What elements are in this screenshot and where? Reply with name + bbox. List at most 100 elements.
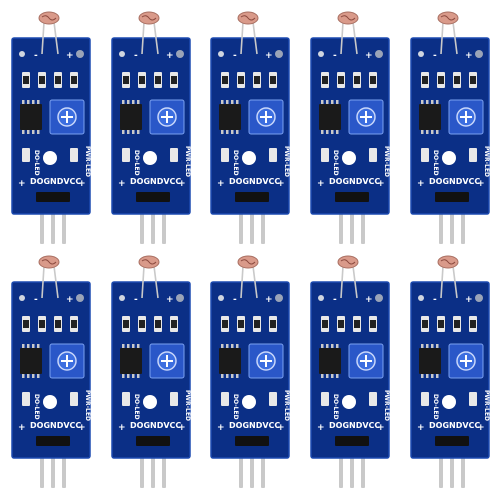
ic-pin [421,100,424,104]
smd-resistor-body [338,320,344,328]
ic-chip [120,104,142,130]
ic-pin [326,100,329,104]
ic-pin [326,374,329,378]
label-do-led: DO-LED [232,150,239,176]
label-pwr-led: PWR-LED [483,146,490,177]
ic-pin [326,130,329,134]
potentiometer-cross [161,111,173,123]
mounting-pad [176,50,184,58]
plus-label: + [166,51,174,61]
plus-label: + [265,295,273,305]
power-led [170,392,178,406]
status-led [221,392,229,406]
ic-pin [336,100,339,104]
mounting-pad [218,295,224,301]
label-do-led: DO-LED [33,150,40,176]
pin-header [335,436,369,446]
ic-pin [127,374,130,378]
mounting-pad [19,51,25,57]
ic-pin [436,374,439,378]
potentiometer-cross [360,111,372,123]
mounting-hole [43,395,57,409]
pin-header [235,192,269,202]
label-pins: DOGNDVCC [329,177,380,186]
pin-header [136,436,170,446]
mounting-pad [418,51,424,57]
power-led [70,392,78,406]
status-led [22,392,30,406]
ic-pin [122,374,125,378]
ic-pin [431,100,434,104]
smd-resistor-body [39,76,45,84]
minus-label: - [134,51,138,61]
label-left-plus: + [417,179,425,189]
ic-pin [122,130,125,134]
label-pins: DOGNDVCC [229,421,280,430]
photoresistor-trace [340,259,356,265]
smd-resistor-body [171,320,177,328]
pin-header [435,436,469,446]
ic-pin [127,130,130,134]
smd-resistor-body [270,76,276,84]
ic-pin [426,374,429,378]
smd-resistor-body [238,320,244,328]
ic-pin [32,100,35,104]
ic-pin [22,344,25,348]
status-led [421,392,429,406]
photoresistor-trace [141,15,157,21]
potentiometer-cross [260,355,272,367]
smd-resistor-body [322,320,328,328]
ic-chip [419,348,441,374]
label-right-plus: + [178,179,186,189]
ic-pin [236,374,239,378]
smd-resistor-body [422,76,428,84]
label-pins: DOGNDVCC [130,177,181,186]
photoresistor-trace [240,15,256,21]
ic-pin [236,344,239,348]
smd-resistor-body [71,76,77,84]
label-right-plus: + [277,179,285,189]
ic-pin [331,100,334,104]
smd-resistor-body [155,76,161,84]
label-left-plus: + [317,423,325,433]
ic-pin [421,130,424,134]
pin-header [435,192,469,202]
mounting-pad [375,294,383,302]
smd-resistor-body [470,76,476,84]
label-right-plus: + [78,179,86,189]
ic-pin [132,374,135,378]
photoresistor-leg [53,265,59,299]
smd-resistor-body [422,320,428,328]
smd-resistor-body [222,320,228,328]
photoresistor-leg [153,21,159,55]
ic-pin [226,344,229,348]
ic-pin [37,100,40,104]
minus-label: - [34,51,38,61]
smd-resistor-body [438,76,444,84]
ic-pin [27,130,30,134]
smd-resistor-body [222,76,228,84]
label-pwr-led: PWR-LED [84,390,91,421]
ic-pin [32,130,35,134]
ic-pin [32,374,35,378]
ic-pin [231,374,234,378]
label-pwr-led: PWR-LED [483,390,490,421]
ic-pin [27,374,30,378]
ic-pin [221,374,224,378]
potentiometer-cross [61,355,73,367]
photoresistor-trace [41,259,57,265]
label-left-plus: + [417,423,425,433]
photoresistor-trace [41,15,57,21]
label-pins: DOGNDVCC [229,177,280,186]
